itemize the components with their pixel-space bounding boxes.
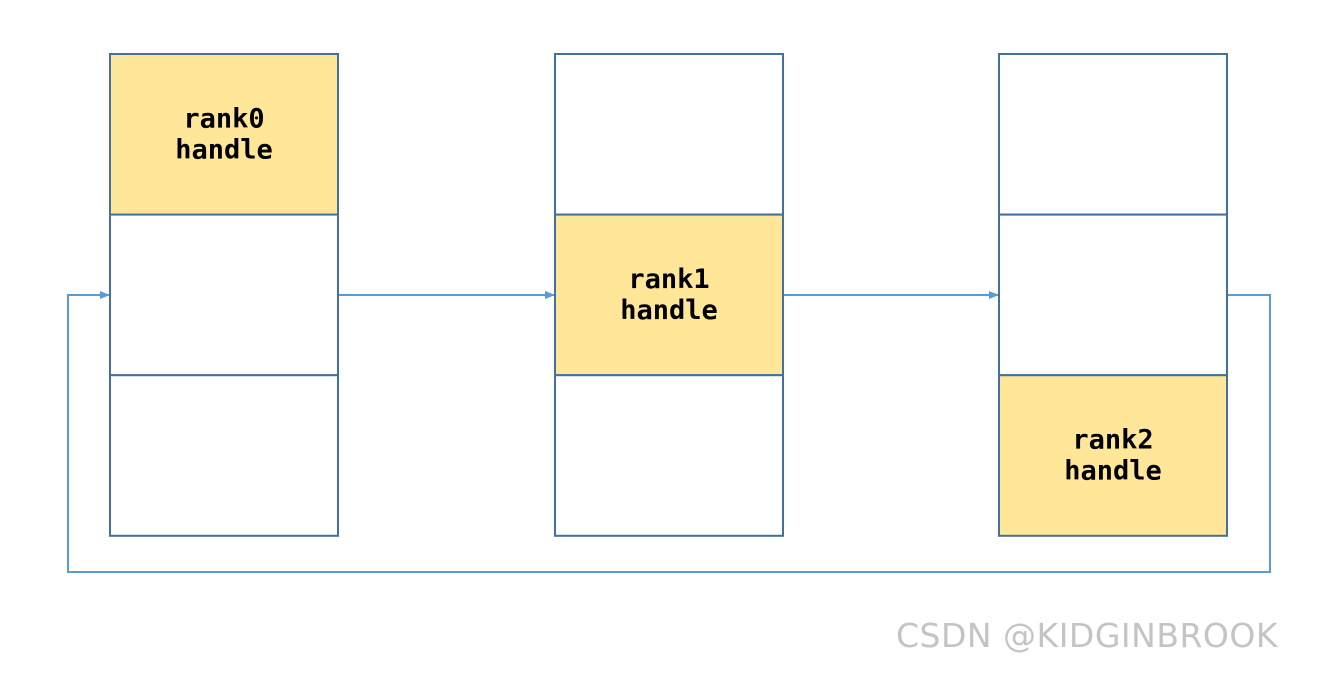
empty-cell bbox=[998, 53, 1228, 216]
cell-label-line: rank1 bbox=[628, 264, 709, 295]
rank-handle-cell bbox=[998, 374, 1228, 537]
empty-cell bbox=[109, 374, 339, 537]
empty-cell bbox=[998, 213, 1228, 377]
cell-label-line: rank0 bbox=[183, 103, 264, 134]
cell-label-line: handle bbox=[175, 134, 273, 165]
cell-label-line: rank2 bbox=[1072, 425, 1153, 456]
arrow-rank2-to-rank0-loop bbox=[67, 291, 1271, 573]
cell-label-line: handle bbox=[620, 295, 718, 326]
watermark-text: CSDN @KIDGINBROOK bbox=[895, 616, 1278, 655]
rank-handle-cell bbox=[554, 213, 784, 377]
cell-label-line: handle bbox=[1064, 456, 1162, 487]
empty-cell bbox=[109, 213, 339, 377]
empty-cell bbox=[554, 374, 784, 537]
rank-handle-cell bbox=[109, 53, 339, 216]
ring-connections bbox=[67, 291, 1271, 573]
empty-cell bbox=[554, 53, 784, 216]
